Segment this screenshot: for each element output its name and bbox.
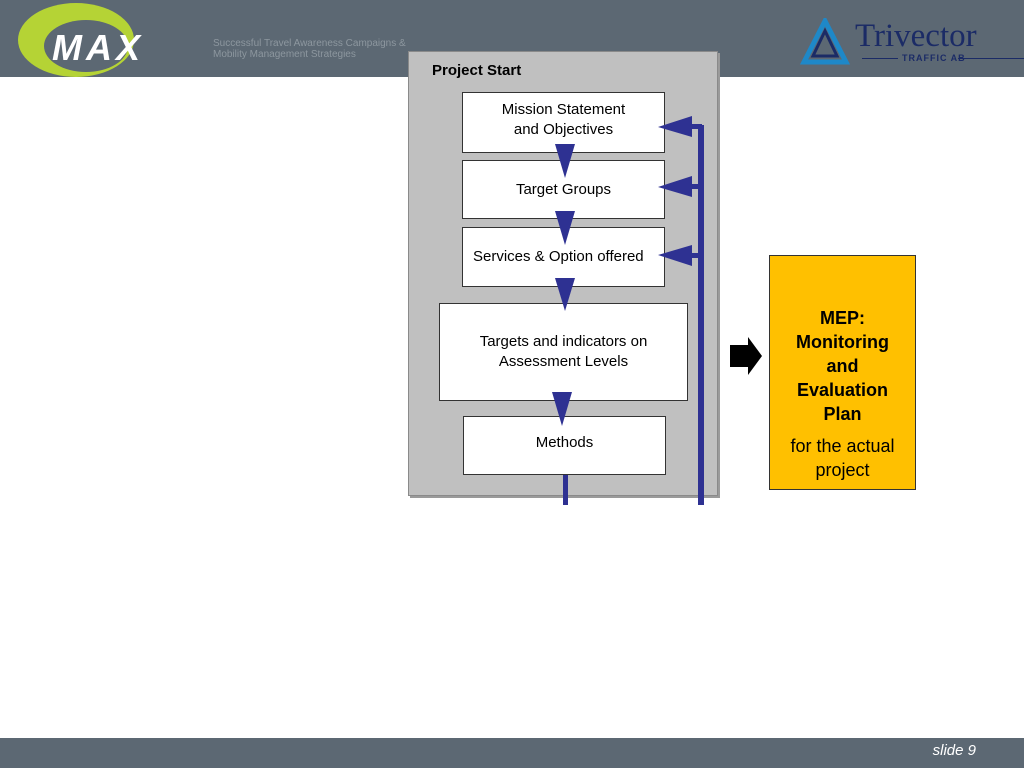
feedback-arrow-3 — [658, 245, 692, 266]
feedback-connector-3 — [690, 253, 702, 258]
trivector-subtitle: TRAFFIC AB — [902, 53, 966, 63]
trivector-rule-right — [958, 58, 1024, 59]
down-arrow-2 — [555, 211, 575, 245]
down-arrow-1 — [555, 144, 575, 178]
trivector-logo-icon — [800, 18, 851, 65]
methods-exit-line — [563, 475, 568, 505]
step-mission-statement: Mission Statement and Objectives — [462, 92, 665, 153]
panel-title: Project Start — [432, 62, 522, 79]
mep-title: MEP: Monitoring and Evaluation Plan — [796, 308, 889, 424]
trivector-name: Trivector — [855, 18, 977, 54]
trivector-rule-left — [862, 58, 898, 59]
max-tagline: Successful Travel Awareness Campaigns & … — [213, 38, 406, 60]
right-block-arrow — [730, 337, 762, 375]
max-logo-text: MAX — [52, 27, 144, 68]
step-services-options: Services & Option offered — [462, 227, 665, 287]
step-target-groups: Target Groups — [462, 160, 665, 219]
footer-bar: slide 9 — [0, 738, 1024, 768]
mep-box: MEP: Monitoring and Evaluation Plan for … — [769, 255, 916, 490]
slide-number: slide 9 — [932, 742, 976, 759]
feedback-arrow-1 — [658, 116, 692, 137]
down-arrow-3 — [555, 278, 575, 311]
max-logo-swoosh-cut — [44, 20, 128, 72]
feedback-connector-2 — [690, 184, 702, 189]
feedback-connector-1 — [690, 124, 702, 129]
feedback-arrow-2 — [658, 176, 692, 197]
down-arrow-4 — [552, 392, 572, 426]
feedback-line — [698, 125, 704, 505]
max-logo: MAX — [18, 3, 144, 77]
mep-subtitle: for the actual project — [790, 436, 895, 480]
